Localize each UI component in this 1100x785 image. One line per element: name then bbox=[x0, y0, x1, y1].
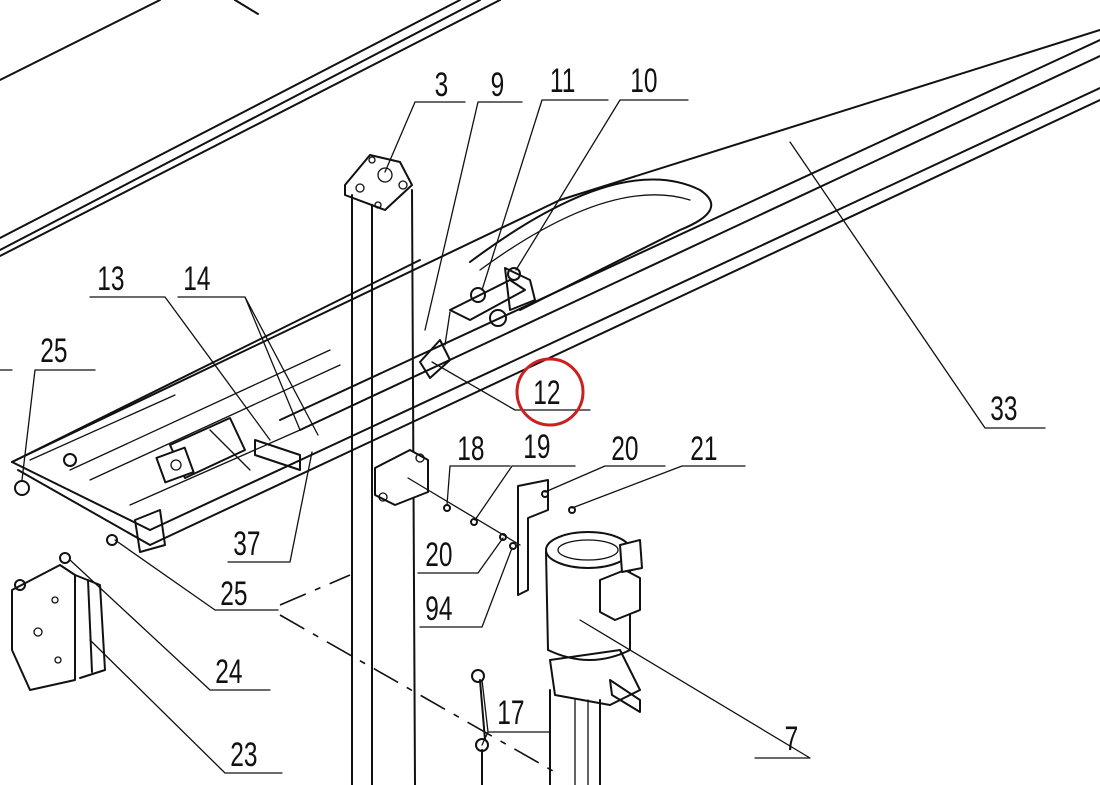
part-label-11: 11 bbox=[550, 62, 575, 100]
part-label-20-bottom: 20 bbox=[425, 536, 452, 574]
part-label-17: 17 bbox=[497, 694, 524, 732]
part-label-24: 24 bbox=[215, 653, 242, 691]
part-label-12[interactable]: 12 bbox=[533, 374, 560, 412]
part-label-3: 3 bbox=[435, 66, 449, 104]
left-bracket-assembly bbox=[11, 552, 106, 691]
part-label-7: 7 bbox=[785, 720, 799, 758]
part-label-13: 13 bbox=[97, 260, 124, 298]
part-label-9: 9 bbox=[491, 66, 505, 104]
left-end-plate bbox=[14, 453, 166, 553]
motor-pump-unit bbox=[471, 479, 643, 785]
center-lines bbox=[279, 574, 561, 776]
highlight-circle bbox=[515, 357, 585, 427]
upper-rail-drawing bbox=[0, 0, 501, 257]
part-label-33: 33 bbox=[990, 390, 1017, 428]
part-label-19: 19 bbox=[523, 428, 550, 466]
part-label-10: 10 bbox=[630, 62, 657, 100]
part-label-25-bottom: 25 bbox=[220, 575, 247, 613]
cylinder-assembly bbox=[155, 417, 301, 484]
switch-bracket-parts bbox=[419, 267, 536, 379]
part-label-25-top: 25 bbox=[40, 332, 67, 370]
part-label-18: 18 bbox=[457, 430, 484, 468]
leader-lines bbox=[0, 99, 1046, 774]
vertical-post bbox=[344, 154, 429, 785]
part-labels: 3 9 11 10 13 14 25 12 33 18 19 20 21 37 … bbox=[40, 62, 1017, 774]
part-label-94: 94 bbox=[425, 590, 452, 628]
part-label-21: 21 bbox=[690, 430, 717, 468]
part-label-20-top: 20 bbox=[611, 430, 638, 468]
part-label-14: 14 bbox=[183, 260, 210, 298]
part-label-37: 37 bbox=[233, 525, 260, 563]
part-label-23: 23 bbox=[230, 736, 257, 774]
